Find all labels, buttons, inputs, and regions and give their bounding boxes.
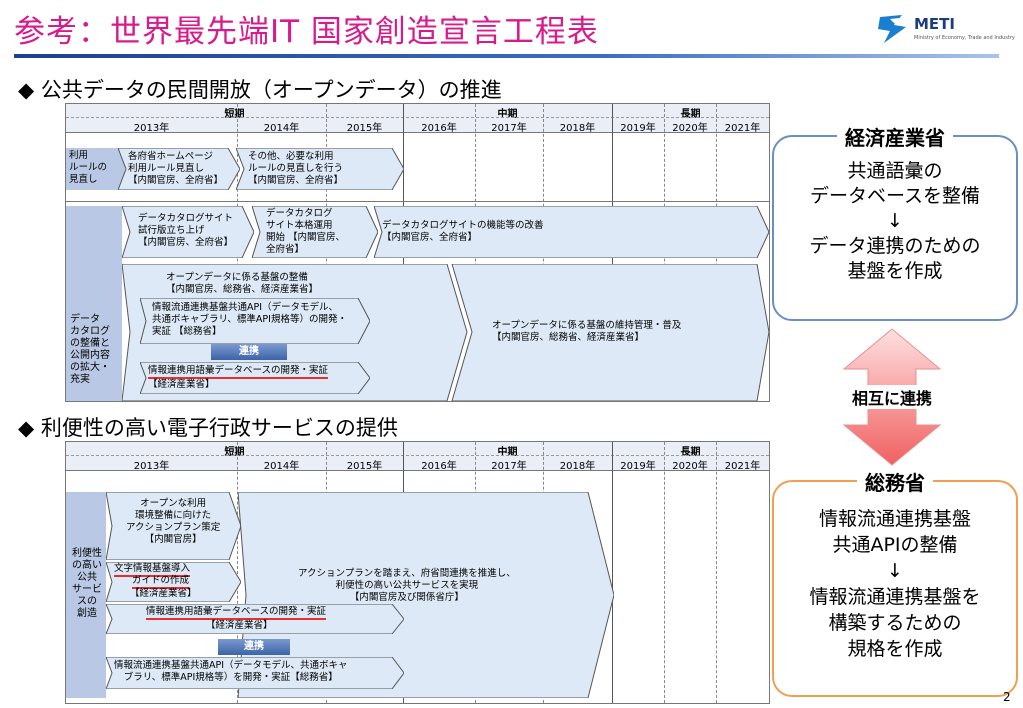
arrow-api-dev: 情報流通連携基盤共通API（データモデル、 共通ボキャブラリ、標準API規格等）… <box>140 298 370 344</box>
mutual-label: 相互に連携 <box>832 385 952 409</box>
year-2019: 2019年 <box>620 123 656 134</box>
year-2013-2: 2013年 <box>133 461 170 472</box>
page-title: 参考：世界最先端IT 国家創造宣言工程表 <box>14 14 599 50</box>
year-2016: 2016年 <box>421 123 457 134</box>
meti-logo-word: METI <box>914 15 955 33</box>
year-2020-2: 2020年 <box>672 461 708 472</box>
year-2021: 2021年 <box>724 123 761 134</box>
arrow-action-impl: アクションプランを踏まえ、府省間連携を推進し、 利便性の高い公共サービスを実現 … <box>238 492 614 698</box>
arrow-other-rules: その他、必要な利用 ルールの見直しを行う 【内閣官房、全府省】 <box>236 148 404 190</box>
year-2013: 2013年 <box>133 123 170 134</box>
meti-logo-sub: Ministry of Economy, Trade and Industry <box>914 35 1015 41</box>
mic-box-body: 情報流通連携基盤 共通APIの整備 ↓ 情報流通連携基盤を 構築するための 規格… <box>809 508 981 660</box>
period-long: 長期 <box>680 109 701 120</box>
meti-box-head: 経済産業省 <box>837 126 953 150</box>
year-2017-2: 2017年 <box>491 461 527 472</box>
row-label-usage-rules: 利用 ルールの 見直し <box>66 148 125 190</box>
table-header-2: 短期 中期 長期 2013年 2014年 2015年 2016年 2017年 2… <box>66 442 769 472</box>
roadmap-table-e-gov: 短期 中期 長期 2013年 2014年 2015年 2016年 2017年 2… <box>65 441 770 704</box>
meti-box-body: 共通語彙の データベースを整備 ↓ データ連携のための 基盤を作成 <box>809 160 981 282</box>
meti-logo: METI Ministry of Economy, Trade and Indu… <box>876 13 1015 49</box>
year-2018-2: 2018年 <box>559 461 596 472</box>
mic-box: 総務省 情報流通連携基盤 共通APIの整備 ↓ 情報流通連携基盤を 構築するため… <box>772 471 1018 697</box>
mutual-arrow: 相互に連携 <box>832 327 952 467</box>
page-number: 2 <box>1003 690 1011 704</box>
arrow-api-dev-2: 情報流通連携基盤共通API（データモデル、共通ボキャ ブラリ、標準API規格等）… <box>106 657 404 689</box>
section-heading-open-data: ◆ 公共データの民間開放（オープンデータ）の推進 <box>18 78 502 102</box>
arrow-action-plan: オープンな利用 環境整備に向けた アクションプラン策定 【内閣官房】 <box>106 492 241 560</box>
year-2017: 2017年 <box>491 123 527 134</box>
period-short-2: 短期 <box>224 447 245 458</box>
year-2014: 2014年 <box>263 123 300 134</box>
period-mid: 中期 <box>497 109 518 120</box>
arrow-vocab-db-2: 情報連携用語彙データベースの開発・実証 【経済産業省】 <box>106 604 404 634</box>
year-2015: 2015年 <box>346 123 383 134</box>
section-heading-e-gov: ◆ 利便性の高い電子行政サービスの提供 <box>18 416 398 440</box>
arrow-catalog-trial: データカタログサイト 試行版立ち上げ 【内閣官房、全府省】 <box>122 206 254 258</box>
row-label-data-catalog: データ カタログ の整備と 公開内容 の拡大・ 充実 <box>66 206 122 401</box>
arrow-vocab-db: 情報連携用語彙データベースの開発・実証 【経済産業省】 <box>140 362 370 394</box>
arrow-catalog-full: データカタログ サイト本格運用 開始 【内閣官房、 全府省】 <box>252 206 378 258</box>
table-header: 短期 中期 長期 2013年 2014年 2015年 2016年 2017年 2… <box>66 104 769 134</box>
link-badge-2: 連携 <box>218 639 290 655</box>
year-2020: 2020年 <box>672 123 708 134</box>
period-short: 短期 <box>224 109 245 120</box>
meti-logo-icon <box>878 15 906 43</box>
arrow-catalog-improve: データカタログサイトの機能等の改善 【内閣官房、全府省】 <box>374 206 769 258</box>
arrow-char-info: 文字情報基盤導入 ガイドの作成 【経済産業省】 <box>106 562 241 602</box>
year-2019-2: 2019年 <box>620 461 656 472</box>
period-mid-2: 中期 <box>497 447 518 458</box>
period-long-2: 長期 <box>680 447 701 458</box>
year-2016-2: 2016年 <box>421 461 457 472</box>
meti-box: 経済産業省 共通語彙の データベースを整備 ↓ データ連携のための 基盤を作成 <box>772 126 1018 321</box>
roadmap-table-open-data: 短期 中期 長期 2013年 2014年 2015年 2016年 2017年 2… <box>65 103 770 402</box>
title-rule <box>14 54 999 58</box>
year-2021-2: 2021年 <box>724 461 761 472</box>
year-2014-2: 2014年 <box>263 461 300 472</box>
link-badge: 連携 <box>211 344 287 360</box>
year-2018: 2018年 <box>559 123 596 134</box>
year-2015-2: 2015年 <box>346 461 383 472</box>
arrow-homepage-rules: 各府省ホームページ 利用ルール見直し 【内閣官房、全府省】 <box>118 148 240 190</box>
row-label-public-service: 利便性 の高い 公共 サービ スの 創造 <box>66 492 106 698</box>
mic-box-head: 総務省 <box>857 471 933 495</box>
